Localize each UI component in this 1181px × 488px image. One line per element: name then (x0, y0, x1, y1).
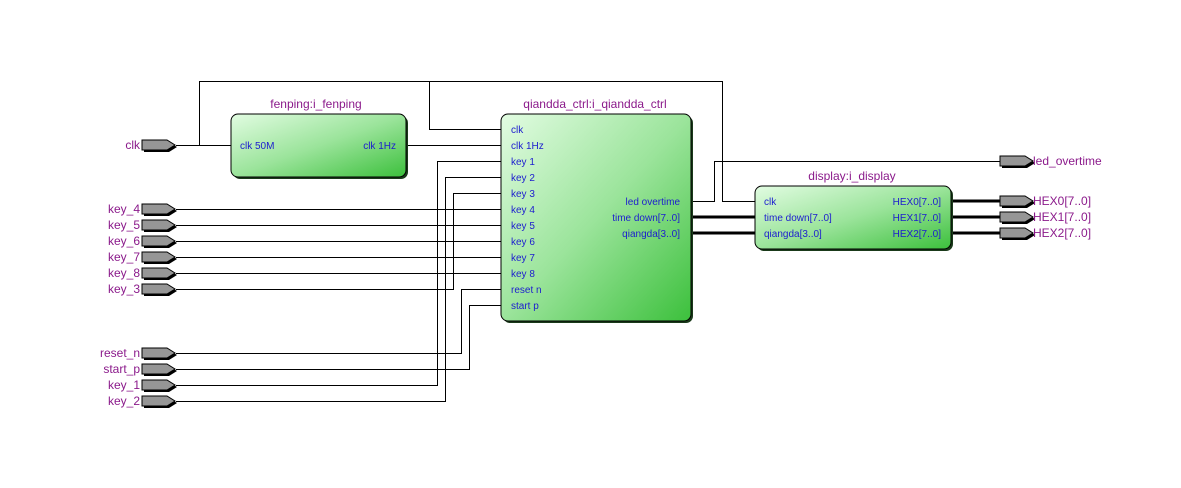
pin-label: start_p (103, 362, 140, 376)
input-pin-key-5[interactable]: key_5 (108, 218, 177, 232)
output-ports: led overtime time down[7..0] qiangda[3..0] (612, 197, 680, 240)
pin-body (141, 267, 176, 279)
pin-body (999, 227, 1034, 239)
output-pin-hex0[interactable]: HEX0[7..0] (999, 194, 1091, 208)
input-pin-start-p[interactable]: start_p (103, 362, 177, 376)
input-ports: clk time down[7..0] qiangda[3..0] (764, 197, 832, 240)
pin-body (141, 395, 176, 407)
pin-label: led_overtime (1033, 154, 1102, 168)
wire-led-overtime[interactable] (691, 161, 1000, 202)
instance-title: display:i_display (808, 169, 895, 183)
pin-label: key_6 (108, 234, 140, 248)
port-key-1: key 1 (511, 157, 535, 168)
pin-body (141, 251, 176, 263)
input-ports: clk clk 1Hz key 1 key 2 key 3 key 4 key 5 key 6… (511, 125, 544, 312)
port-clk-1hz: clk 1Hz (511, 141, 544, 152)
instance-fenping[interactable]: fenping:i_fenping clk 50M clk 1Hz (230, 97, 408, 179)
output-pin-hex2[interactable]: HEX2[7..0] (999, 226, 1091, 240)
input-pin-key-3[interactable]: key_3 (108, 282, 177, 296)
output-pin-hex1[interactable]: HEX1[7..0] (999, 210, 1091, 224)
port-key-2: key 2 (511, 173, 535, 184)
port-qiangda-3-0: qiangda[3..0] (764, 229, 822, 240)
output-pin-led-overtime[interactable]: led_overtime (999, 154, 1102, 168)
input-pin-key-7[interactable]: key_7 (108, 250, 177, 264)
wires (176, 81, 1000, 402)
port-time-down-7-0: time down[7..0] (764, 213, 832, 224)
block-body (500, 113, 692, 322)
port-hex1-7-0: HEX1[7..0] (893, 213, 942, 224)
wire-key-2[interactable] (176, 177, 501, 402)
pin-label: key_3 (108, 282, 140, 296)
pin-body (999, 211, 1034, 223)
instance-title: qiandda_ctrl:i_qiandda_ctrl (523, 97, 666, 111)
pin-body (141, 363, 176, 375)
wire-clk-top[interactable] (199, 81, 756, 202)
input-pin-key-6[interactable]: key_6 (108, 234, 177, 248)
pin-label: key_2 (108, 394, 140, 408)
pin-body (141, 347, 176, 359)
pin-label: key_1 (108, 378, 140, 392)
pin-label: HEX1[7..0] (1033, 210, 1091, 224)
instance-display[interactable]: display:i_display clk time down[7..0] qian… (754, 169, 953, 251)
block-body (230, 113, 407, 178)
input-pin-reset-n[interactable]: reset_n (100, 346, 177, 360)
pin-body (141, 219, 176, 231)
pin-body (999, 155, 1034, 167)
output-ports: HEX0[7..0] HEX1[7..0] HEX2[7..0] (893, 197, 942, 240)
port-key-3: key 3 (511, 189, 535, 200)
pin-body (141, 139, 176, 151)
pin-label: HEX2[7..0] (1033, 226, 1091, 240)
pin-label: key_8 (108, 266, 140, 280)
input-pin-clk[interactable]: clk (125, 138, 177, 152)
block-body (754, 185, 952, 250)
pin-label: key_4 (108, 202, 140, 216)
pin-body (999, 195, 1034, 207)
port-key-8: key 8 (511, 269, 535, 280)
pin-body (141, 283, 176, 295)
pin-label: key_7 (108, 250, 140, 264)
port-led-overtime: led overtime (626, 197, 681, 208)
wire-clk-qiandda[interactable] (429, 81, 502, 130)
port-reset-n: reset n (511, 285, 542, 296)
pin-body (141, 379, 176, 391)
pin-label: reset_n (100, 346, 140, 360)
wire-reset-n[interactable] (176, 289, 501, 354)
input-pin-key-2[interactable]: key_2 (108, 394, 177, 408)
port-key-7: key 7 (511, 253, 535, 264)
wire-start-p[interactable] (176, 305, 501, 370)
port-key-6: key 6 (511, 237, 535, 248)
port-hex0-7-0: HEX0[7..0] (893, 197, 942, 208)
pin-body (141, 235, 176, 247)
port-qiangda-3-0: qiangda[3..0] (622, 229, 680, 240)
port-time-down-7-0: time down[7..0] (612, 213, 680, 224)
port-hex2-7-0: HEX2[7..0] (893, 229, 942, 240)
pin-label: HEX0[7..0] (1033, 194, 1091, 208)
port-clk-1hz: clk 1Hz (363, 141, 396, 152)
instance-title: fenping:i_fenping (270, 97, 361, 111)
input-pins: clk key_4 key_5 key_6 key_7 key_8 key_3 reset_n… (100, 138, 177, 408)
port-clk: clk (511, 125, 524, 136)
port-key-4: key 4 (511, 205, 535, 216)
input-pin-key-1[interactable]: key_1 (108, 378, 177, 392)
port-start-p: start p (511, 301, 539, 312)
port-key-5: key 5 (511, 221, 535, 232)
wire-key-1[interactable] (176, 161, 501, 386)
instance-qiandda-ctrl[interactable]: qiandda_ctrl:i_qiandda_ctrl clk clk 1Hz ke… (500, 97, 693, 323)
input-pin-key-8[interactable]: key_8 (108, 266, 177, 280)
port-clk: clk (764, 197, 777, 208)
pin-label: clk (125, 138, 141, 152)
port-clk-50m: clk 50M (240, 141, 274, 152)
input-pin-key-4[interactable]: key_4 (108, 202, 177, 216)
wire-key-3[interactable] (176, 193, 501, 290)
pin-label: key_5 (108, 218, 140, 232)
pin-body (141, 203, 176, 215)
